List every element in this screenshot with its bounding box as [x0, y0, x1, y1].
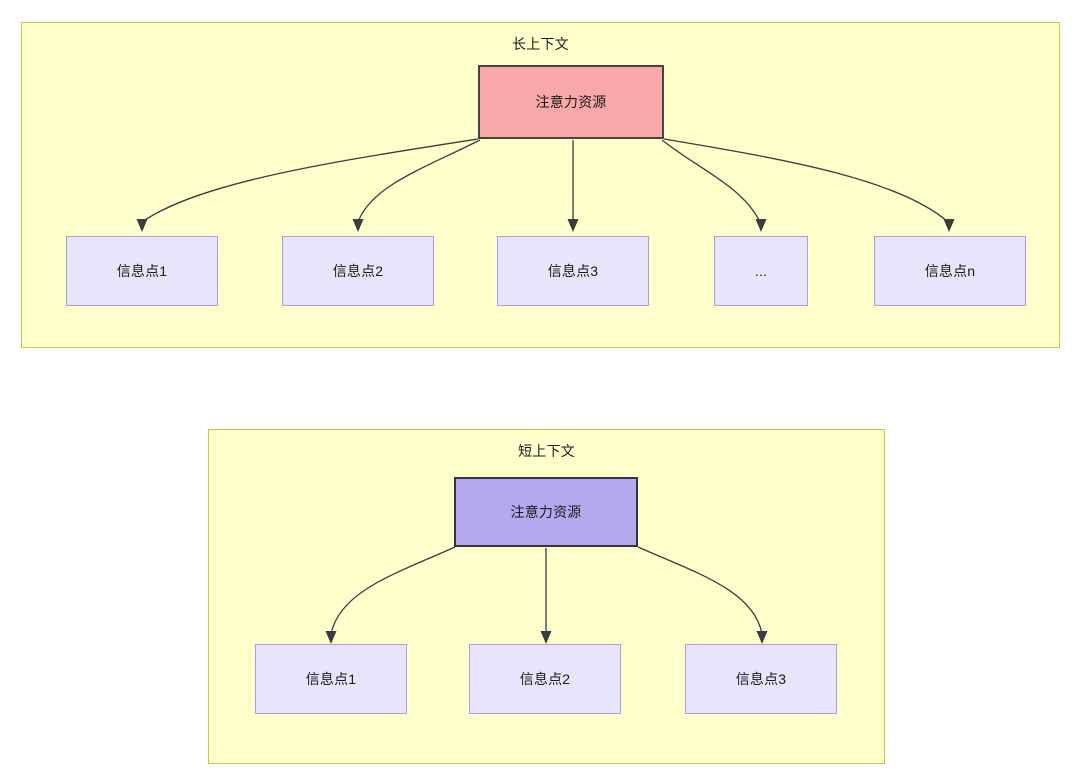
- long-context-info-node-ellipsis[interactable]: ...: [714, 236, 808, 306]
- node-label: 信息点3: [547, 263, 599, 279]
- long-context-info-node-2[interactable]: 信息点2: [282, 236, 434, 306]
- node-label: 信息点1: [116, 263, 168, 279]
- node-label: 信息点1: [305, 671, 357, 687]
- long-context-attention-resource-node[interactable]: 注意力资源: [478, 65, 664, 139]
- node-label: 信息点3: [735, 671, 787, 687]
- long-context-info-node-1[interactable]: 信息点1: [66, 236, 218, 306]
- node-label: ...: [754, 263, 768, 279]
- short-context-attention-resource-node[interactable]: 注意力资源: [454, 477, 638, 547]
- node-label: 信息点2: [519, 671, 571, 687]
- long-context-info-node-n[interactable]: 信息点n: [874, 236, 1026, 306]
- node-label: 注意力资源: [510, 504, 582, 520]
- short-context-info-node-1[interactable]: 信息点1: [255, 644, 407, 714]
- short-context-info-node-3[interactable]: 信息点3: [685, 644, 837, 714]
- panel-short-context-title: 短上下文: [518, 443, 575, 459]
- long-context-info-node-3[interactable]: 信息点3: [497, 236, 649, 306]
- node-label: 信息点n: [924, 263, 976, 279]
- node-label: 注意力资源: [535, 94, 607, 110]
- panel-long-context-title: 长上下文: [512, 36, 569, 52]
- short-context-info-node-2[interactable]: 信息点2: [469, 644, 621, 714]
- node-label: 信息点2: [332, 263, 384, 279]
